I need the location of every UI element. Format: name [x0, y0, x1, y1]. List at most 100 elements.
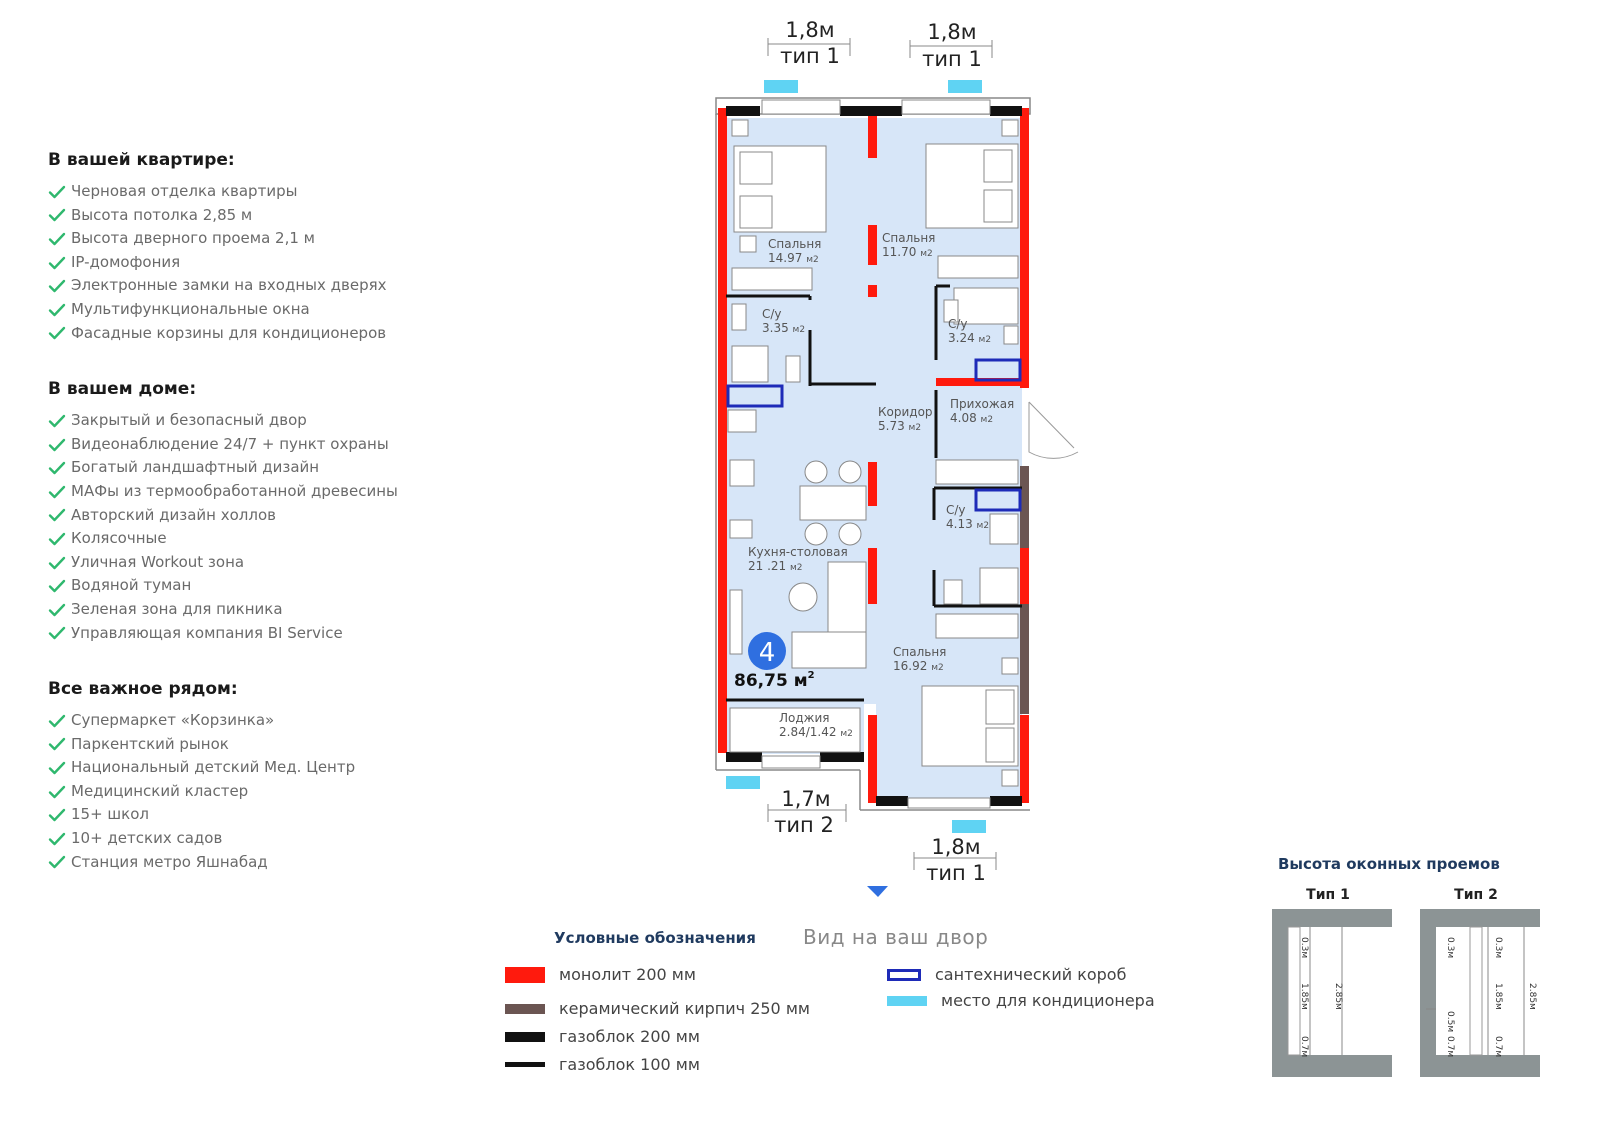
check-icon	[48, 532, 66, 546]
nearby-features: Все важное рядом: Супермаркет «Корзинка»…	[48, 679, 468, 874]
svg-text:1.85м: 1.85м	[1493, 983, 1503, 1010]
svg-text:2.85м: 2.85м	[1333, 983, 1343, 1010]
feature-item: Национальный детский Мед. Центр	[48, 756, 468, 780]
svg-text:1,8м: 1,8м	[785, 18, 834, 42]
feature-text: 10+ детских садов	[71, 829, 223, 848]
room-name-bedroom2: Спальня	[882, 231, 935, 245]
room-labels: Спальня 14.97 м2 Спальня 11.70 м2 С/у 3.…	[748, 231, 1014, 739]
feature-item: Станция метро Яшнабад	[48, 851, 468, 875]
feature-text: Электронные замки на входных дверях	[71, 276, 387, 295]
window-section-type1: 0.3м 1.85м 2.85м 0.7м	[1272, 909, 1392, 1077]
room-area-bath3: 4.13 м2	[946, 517, 989, 531]
feature-text: Супермаркет «Корзинка»	[71, 711, 275, 730]
furniture	[727, 119, 1019, 787]
wall-corners	[726, 106, 1022, 806]
room-name-corridor: Коридор	[878, 405, 933, 419]
window-openings	[761, 99, 991, 809]
legend-gasblock-200: газоблок 200 мм	[505, 1027, 700, 1046]
svg-text:Тип 1: Тип 1	[1306, 887, 1350, 903]
feature-item: Электронные замки на входных дверях	[48, 274, 468, 298]
legend-sanitary-box: сантехнический короб	[887, 965, 1126, 984]
window-heights: Высота оконных проемов Тип 1 Тип 2 0.3м …	[1270, 855, 1540, 1077]
feature-text: Медицинский кластер	[71, 781, 249, 800]
section-title: В вашем доме:	[48, 379, 197, 400]
feature-item: Высота потолка 2,85 м	[48, 204, 468, 228]
feature-item: Медицинский кластер	[48, 780, 468, 804]
svg-text:0.7м: 0.7м	[1445, 1036, 1455, 1057]
feature-item: Высота дверного проема 2,1 м	[48, 227, 468, 251]
window-dim-bottom-right: 1,8м тип 1	[913, 835, 997, 885]
feature-text: Высота потолка 2,85 м	[71, 205, 253, 224]
legend-swatch	[887, 995, 927, 1006]
window-heights-title: Высота оконных проемов	[1278, 855, 1500, 873]
svg-text:1,7м: 1,7м	[781, 787, 830, 811]
room-area-bedroom1: 14.97 м2	[768, 251, 819, 265]
room-area-bath2: 3.24 м2	[948, 331, 991, 345]
feature-text: Управляющая компания BI Service	[71, 623, 343, 642]
room-name-hall: Прихожая	[950, 397, 1014, 411]
check-icon	[48, 232, 66, 246]
room-area-kitchen: 21 .21 м2	[748, 559, 803, 573]
entrance-door	[1028, 401, 1079, 459]
feature-item: Уличная Workout зона	[48, 551, 468, 575]
room-area-corridor: 5.73 м2	[878, 419, 921, 433]
feature-item: Зеленая зона для пикника	[48, 598, 468, 622]
feature-text: МАФы из термообработанной древесины	[71, 481, 398, 500]
feature-item: Супермаркет «Корзинка»	[48, 709, 468, 733]
svg-text:0.7м: 0.7м	[1299, 1036, 1309, 1057]
feature-item: IP-домофония	[48, 251, 468, 275]
feature-text: Паркентский рынок	[71, 734, 229, 753]
svg-text:тип 1: тип 1	[922, 47, 982, 71]
feature-text: Закрытый и безопасный двор	[71, 411, 307, 430]
feature-text: Водяной туман	[71, 576, 192, 595]
svg-text:1,8м: 1,8м	[927, 20, 976, 44]
section-title: Все важное рядом:	[48, 679, 238, 700]
feature-text: Богатый ландшафтный дизайн	[71, 458, 320, 477]
room-area-hall: 4.08 м2	[950, 411, 993, 425]
check-icon	[48, 485, 66, 499]
check-icon	[48, 808, 66, 822]
view-label: Вид на ваш двор	[803, 925, 989, 949]
check-icon	[48, 279, 66, 293]
feature-text: Видеонаблюдение 24/7 + пункт охраны	[71, 434, 389, 453]
section-title: В вашей квартире:	[48, 150, 235, 170]
feature-item: Черновая отделка квартиры	[48, 180, 468, 204]
feature-text: Мультифункциональные окна	[71, 299, 310, 318]
feature-item: 15+ школ	[48, 803, 468, 827]
room-area-loggia: 2.84/1.42 м2	[779, 725, 853, 739]
feature-text: IP-домофония	[71, 252, 181, 271]
legend-brick: керамический кирпич 250 мм	[505, 999, 810, 1018]
feature-text: Уличная Workout зона	[71, 552, 245, 571]
check-icon	[48, 508, 66, 522]
svg-text:тип 1: тип 1	[926, 861, 986, 885]
check-icon	[48, 208, 66, 222]
check-icon	[48, 579, 66, 593]
check-icon	[48, 461, 66, 475]
legend-title: Условные обозначения	[554, 929, 756, 947]
ac-spots	[726, 80, 986, 833]
feature-item: 10+ детских садов	[48, 827, 468, 851]
brick-walls	[1020, 466, 1029, 714]
legend-swatch	[505, 1031, 545, 1042]
room-name-bedroom1: Спальня	[768, 237, 821, 251]
svg-text:тип 2: тип 2	[774, 813, 834, 837]
svg-text:0.7м: 0.7м	[1493, 1036, 1503, 1057]
legend-swatch	[505, 966, 545, 983]
svg-text:1,8м: 1,8м	[931, 835, 980, 859]
feature-text: Авторский дизайн холлов	[71, 505, 276, 524]
svg-text:Тип 2: Тип 2	[1454, 887, 1498, 903]
legend-swatch	[887, 968, 921, 981]
legend-monolith: монолит 200 мм	[505, 965, 696, 984]
legend-ac-spot: место для кондиционера	[887, 991, 1155, 1010]
feature-item: Видеонаблюдение 24/7 + пункт охраны	[48, 433, 468, 457]
room-name-bedroom3: Спальня	[893, 645, 946, 659]
sanitary-boxes	[726, 358, 1022, 512]
window-dim-bottom-left: 1,7м тип 2	[767, 787, 847, 837]
room-name-kitchen: Кухня-столовая	[748, 545, 848, 559]
window-sections: Тип 1 Тип 2 0.3м 1.85м 2.85м 0.7м	[1272, 887, 1540, 1077]
feature-text: Черновая отделка квартиры	[71, 182, 298, 200]
room-name-loggia: Лоджия	[779, 711, 830, 725]
check-icon	[48, 714, 66, 728]
check-icon	[48, 256, 66, 270]
